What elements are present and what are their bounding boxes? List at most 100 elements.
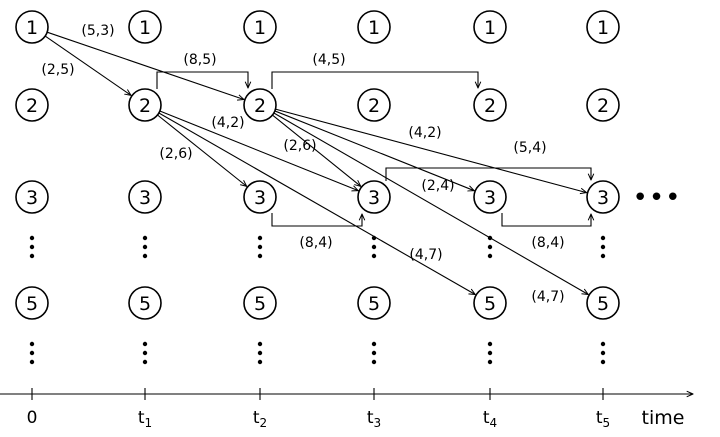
node-circle xyxy=(357,180,391,214)
node-5-t5: 5 xyxy=(586,286,620,320)
arc-label-6: (2,4) xyxy=(421,178,454,194)
node-circle xyxy=(586,286,620,320)
vertical-ellipsis xyxy=(371,341,377,365)
continuation-ellipsis: ••• xyxy=(632,183,681,213)
node-label: 3 xyxy=(139,187,151,209)
node-circle xyxy=(473,88,507,122)
node-circle xyxy=(357,286,391,320)
time-tick-label-3: t3 xyxy=(367,408,381,430)
node-circle xyxy=(357,88,391,122)
node-circle xyxy=(586,180,620,214)
node-5-t4: 5 xyxy=(473,286,507,320)
node-label: 5 xyxy=(139,293,151,315)
arc-0 xyxy=(44,35,131,95)
vertical-ellipsis xyxy=(29,235,35,259)
wait-arc-0 xyxy=(156,71,248,89)
node-1-t2: 1 xyxy=(243,10,277,44)
node-3-t2: 3 xyxy=(243,180,277,214)
arc-label-1: (5,3) xyxy=(81,23,114,39)
node-label: 5 xyxy=(254,293,266,315)
node-3-t5: 3 xyxy=(586,180,620,214)
vertical-ellipsis xyxy=(600,235,606,259)
time-tick-label-0: 0 xyxy=(27,408,38,428)
node-circle xyxy=(128,286,162,320)
node-circle xyxy=(243,10,277,44)
node-5-t2: 5 xyxy=(243,286,277,320)
node-circle xyxy=(243,180,277,214)
wait-label-0: (8,5) xyxy=(183,52,216,68)
vertical-ellipsis xyxy=(487,341,493,365)
vertical-ellipsis xyxy=(142,341,148,365)
arc-1 xyxy=(46,31,244,99)
node-3-t4: 3 xyxy=(473,180,507,214)
wait-arc-4 xyxy=(501,213,591,227)
arc-label-7: (4,2) xyxy=(408,125,441,141)
arc-2 xyxy=(157,114,246,186)
arc-6 xyxy=(274,110,474,191)
arc-3 xyxy=(159,110,358,191)
node-circle xyxy=(128,10,162,44)
arc-5 xyxy=(272,114,360,186)
node-label: 3 xyxy=(26,187,38,209)
node-3-t3: 3 xyxy=(357,180,391,214)
node-circle xyxy=(128,88,162,122)
node-circle xyxy=(128,180,162,214)
node-label: 2 xyxy=(139,95,151,117)
node-label: 1 xyxy=(484,17,496,39)
vertical-ellipsis xyxy=(371,235,377,259)
node-1-t4: 1 xyxy=(473,10,507,44)
vertical-ellipsis xyxy=(600,341,606,365)
node-circle xyxy=(15,286,49,320)
node-5-t0: 5 xyxy=(15,286,49,320)
node-circle xyxy=(357,10,391,44)
arc-label-2: (2,6) xyxy=(159,146,192,162)
node-label: 5 xyxy=(597,293,609,315)
wait-arc-3 xyxy=(385,167,591,181)
node-label: 5 xyxy=(368,293,380,315)
node-circle xyxy=(15,88,49,122)
vertical-ellipsis xyxy=(142,235,148,259)
time-tick-label-4: t4 xyxy=(483,408,497,430)
time-tick-label-1: t1 xyxy=(138,408,152,430)
node-2-t2: 2 xyxy=(243,88,277,122)
node-circle xyxy=(473,10,507,44)
arc-label-3: (4,2) xyxy=(211,115,244,131)
vertical-ellipsis xyxy=(487,235,493,259)
wait-label-1: (4,5) xyxy=(312,52,345,68)
wait-arc-2 xyxy=(271,213,362,227)
wait-label-3: (5,4) xyxy=(513,140,546,156)
wait-label-4: (8,4) xyxy=(531,235,564,251)
edge-label-layer: •••(2,5)(5,3)(2,6)(4,2)(4,7)(2,6)(2,4)(4… xyxy=(41,23,681,305)
node-circle xyxy=(586,10,620,44)
time-axis-title: time xyxy=(642,407,685,429)
node-circle xyxy=(243,88,277,122)
node-label: 1 xyxy=(597,17,609,39)
node-2-t4: 2 xyxy=(473,88,507,122)
node-label: 2 xyxy=(484,95,496,117)
node-2-t5: 2 xyxy=(586,88,620,122)
node-label: 2 xyxy=(368,95,380,117)
node-label: 2 xyxy=(597,95,609,117)
node-3-t0: 3 xyxy=(15,180,49,214)
node-2-t1: 2 xyxy=(128,88,162,122)
node-label: 2 xyxy=(254,95,266,117)
arc-8 xyxy=(273,112,588,295)
node-1-t3: 1 xyxy=(357,10,391,44)
node-label: 5 xyxy=(26,293,38,315)
node-5-t3: 5 xyxy=(357,286,391,320)
vertical-ellipsis xyxy=(257,235,263,259)
node-label: 2 xyxy=(26,95,38,117)
edge-layer xyxy=(44,31,591,295)
node-label: 1 xyxy=(368,17,380,39)
node-circle xyxy=(15,10,49,44)
vertical-ellipsis xyxy=(29,341,35,365)
wait-arc-1 xyxy=(271,71,478,89)
time-tick-label-2: t2 xyxy=(253,408,267,430)
arc-label-5: (2,6) xyxy=(283,138,316,154)
node-3-t1: 3 xyxy=(128,180,162,214)
wait-label-2: (8,4) xyxy=(299,235,332,251)
node-circle xyxy=(473,286,507,320)
node-circle xyxy=(586,88,620,122)
node-label: 1 xyxy=(254,17,266,39)
